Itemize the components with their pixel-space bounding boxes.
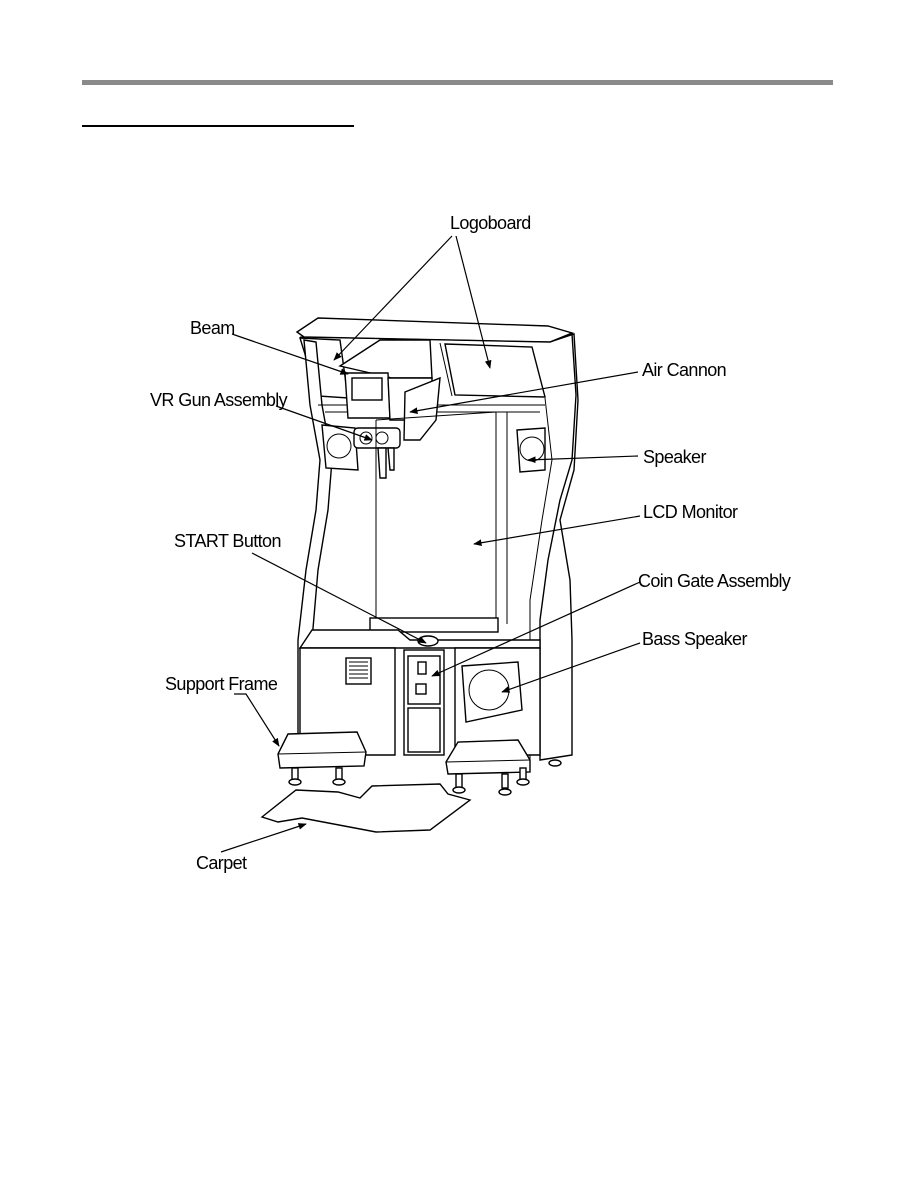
label-vr-gun-assembly: VR Gun Assembly xyxy=(150,390,288,410)
cabinet-illustration xyxy=(260,317,579,833)
label-bass-speaker: Bass Speaker xyxy=(642,629,747,649)
label-carpet: Carpet xyxy=(196,853,247,873)
label-lcd-monitor: LCD Monitor xyxy=(643,502,738,522)
leader-lines xyxy=(220,235,641,853)
section-heading-underline xyxy=(82,125,354,127)
label-support-frame: Support Frame xyxy=(165,674,278,694)
label-logoboard: Logoboard xyxy=(450,213,531,233)
label-coin-gate-assembly: Coin Gate Assembly xyxy=(638,571,791,591)
label-beam: Beam xyxy=(190,318,235,338)
label-air-cannon: Air Cannon xyxy=(642,360,726,380)
callout-labels: Logoboard Beam Air Cannon VR Gun Assembl… xyxy=(150,213,791,873)
header-rule xyxy=(82,80,833,85)
label-start-button: START Button xyxy=(174,531,281,551)
label-speaker: Speaker xyxy=(643,447,706,467)
